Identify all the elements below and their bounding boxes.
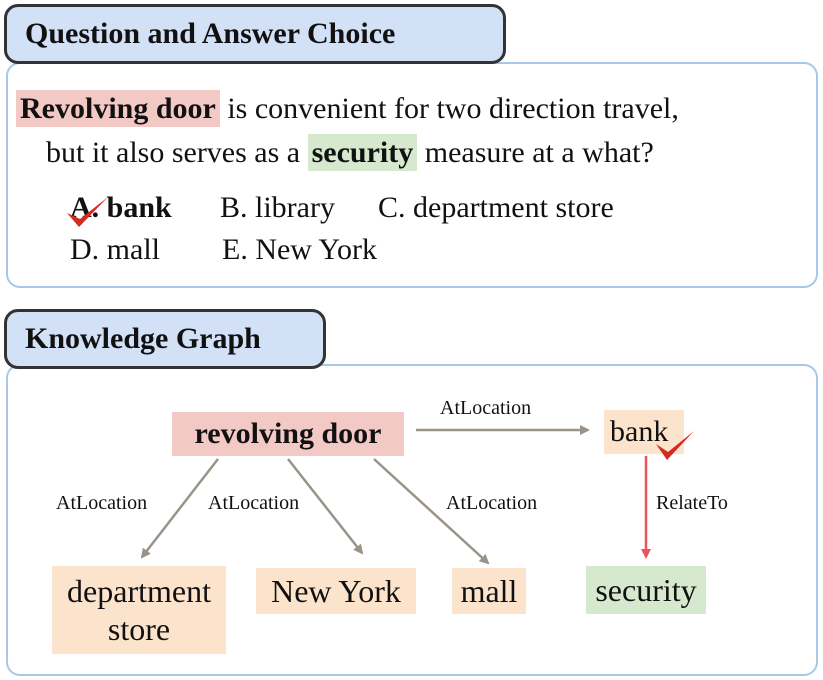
node-security: security <box>586 566 706 614</box>
question-line-1: Revolving door is convenient for two dir… <box>16 90 679 127</box>
edge-label-door-new-york: AtLocation <box>208 492 300 514</box>
node-security-label: security <box>595 571 697 608</box>
question-text-2a: but it also serves as a <box>46 136 308 169</box>
highlight-revolving-door: Revolving door <box>16 90 220 127</box>
choice-e-label: E. New York <box>222 233 378 266</box>
highlight-security: security <box>307 134 418 171</box>
choice-c-label: C. department store <box>378 191 614 224</box>
question-line-2: but it also serves as a security measure… <box>46 134 654 171</box>
choice-d-label: D. mall <box>70 233 160 266</box>
node-department-store: department store <box>52 566 226 654</box>
edge-label-bank-security: RelateTo <box>656 492 728 514</box>
edge-label-door-department-store: AtLocation <box>56 492 148 514</box>
node-bank: bank <box>604 410 684 454</box>
node-revolving-door: revolving door <box>172 412 404 456</box>
choice-e: E. New York <box>222 235 377 265</box>
question-text-1: is convenient for two direction travel, <box>219 92 679 125</box>
knowledge-graph-tab-title: Knowledge Graph <box>25 322 261 355</box>
choice-b-label: B. library <box>220 191 335 224</box>
node-new-york: New York <box>256 568 416 614</box>
node-bank-label: bank <box>610 415 669 448</box>
question-text-2b: measure at a what? <box>417 136 654 169</box>
knowledge-graph-tab: Knowledge Graph <box>4 309 326 369</box>
edge-label-door-mall: AtLocation <box>446 492 538 514</box>
bank-check-icon <box>656 431 694 460</box>
choice-d: D. mall <box>70 235 160 265</box>
node-revolving-door-label: revolving door <box>194 417 382 450</box>
question-tab: Question and Answer Choice <box>4 4 506 64</box>
question-tab-title: Question and Answer Choice <box>25 17 396 50</box>
node-department-store-label: department store <box>67 572 211 647</box>
node-mall-label: mall <box>460 572 518 609</box>
check-icon <box>67 197 108 227</box>
node-new-york-label: New York <box>271 572 401 609</box>
choice-c: C. department store <box>378 193 614 223</box>
edge-label-door-bank: AtLocation <box>440 397 532 419</box>
node-mall: mall <box>452 568 526 614</box>
choice-b: B. library <box>220 193 335 223</box>
